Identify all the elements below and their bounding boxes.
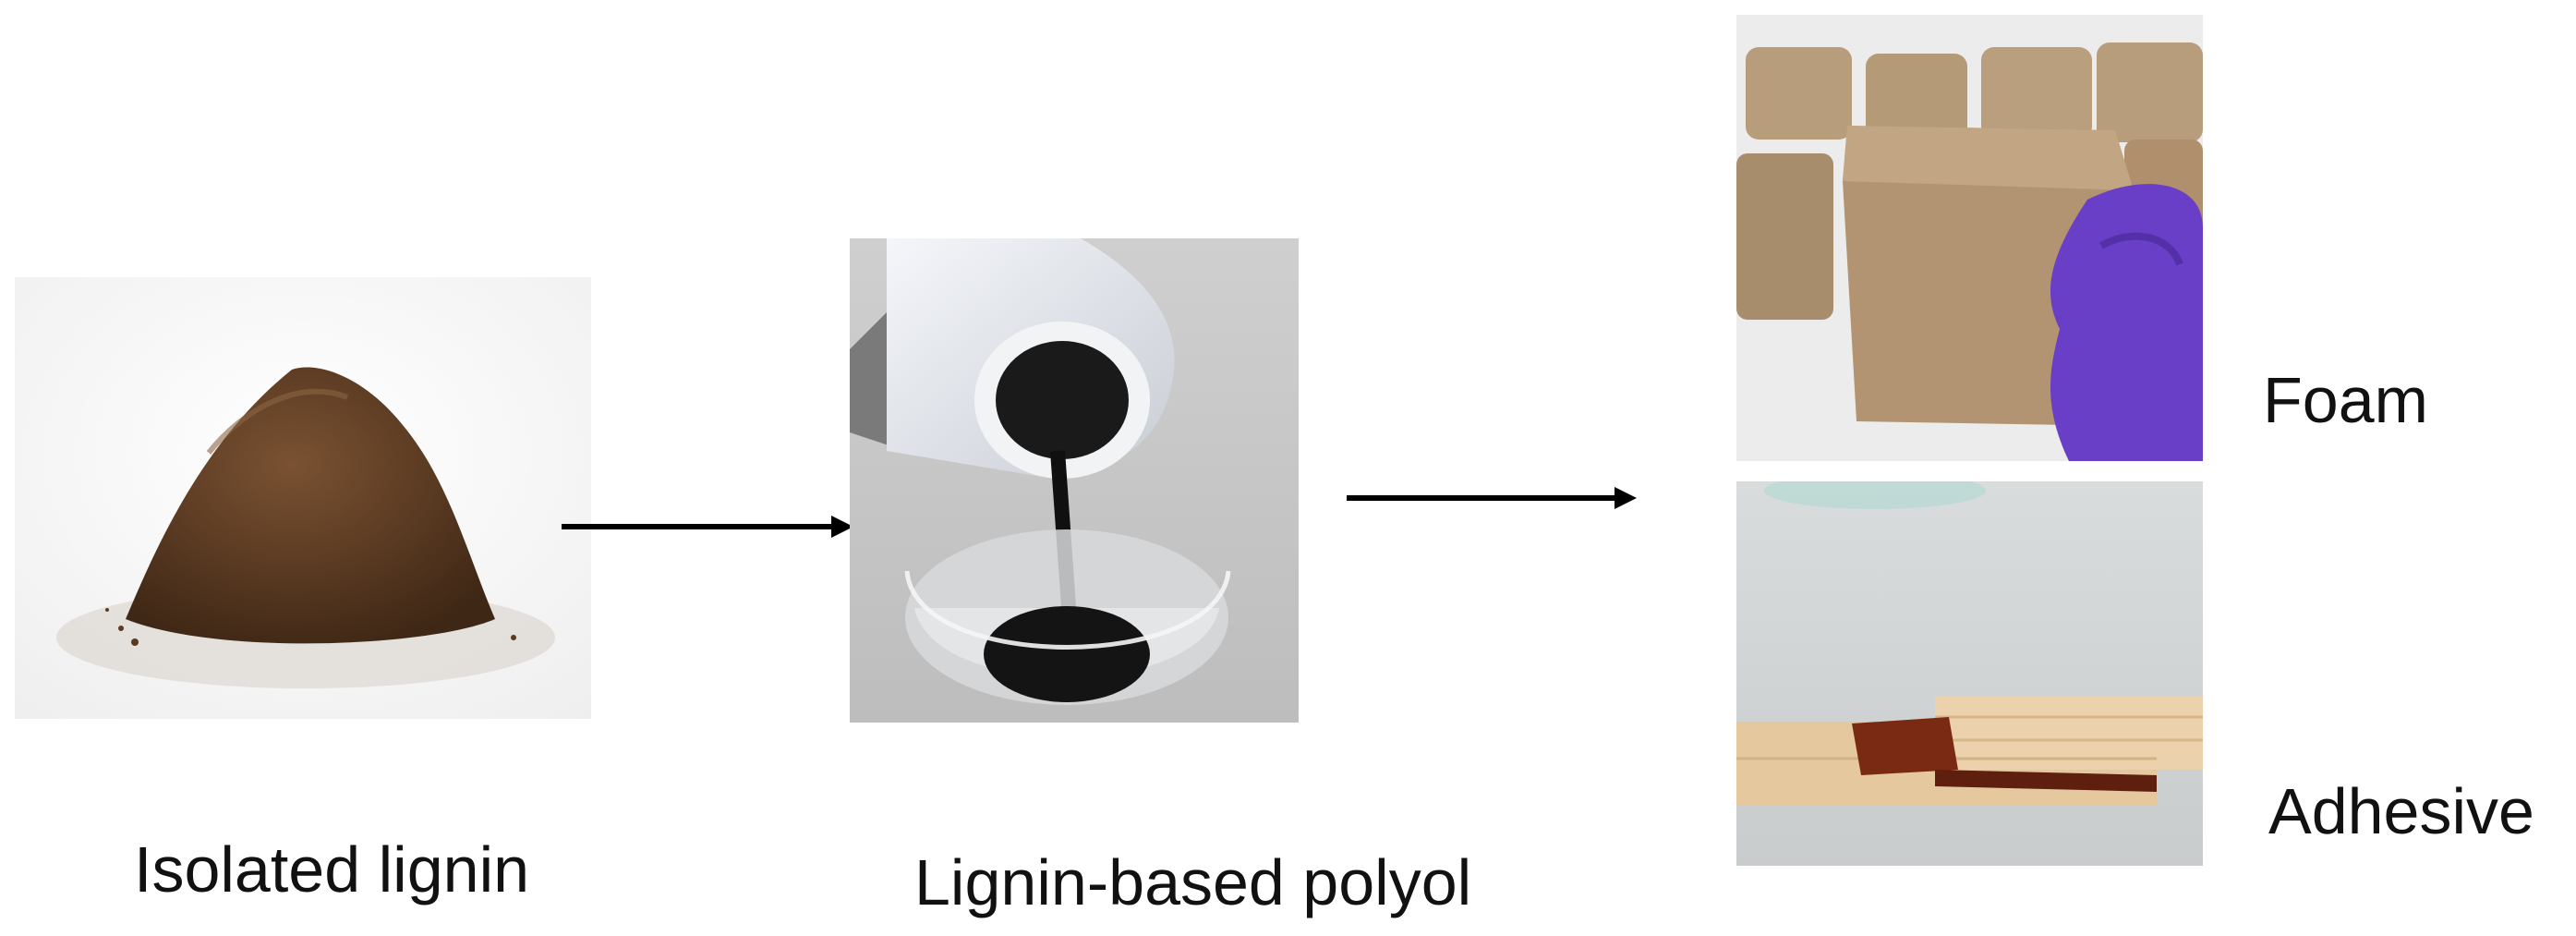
label-foam: Foam xyxy=(2263,364,2428,436)
arrow-polyol-to-products xyxy=(1347,484,1637,512)
label-lignin-polyol: Lignin-based polyol xyxy=(914,846,1472,918)
arrow-powder-to-polyol xyxy=(562,513,853,541)
label-adhesive: Adhesive xyxy=(2268,775,2534,847)
lignin-polyol-photo xyxy=(850,238,1299,723)
label-isolated-lignin: Isolated lignin xyxy=(134,833,530,906)
lignin-powder-photo xyxy=(15,277,591,719)
foam-photo xyxy=(1736,15,2203,461)
adhesive-photo xyxy=(1736,481,2203,866)
